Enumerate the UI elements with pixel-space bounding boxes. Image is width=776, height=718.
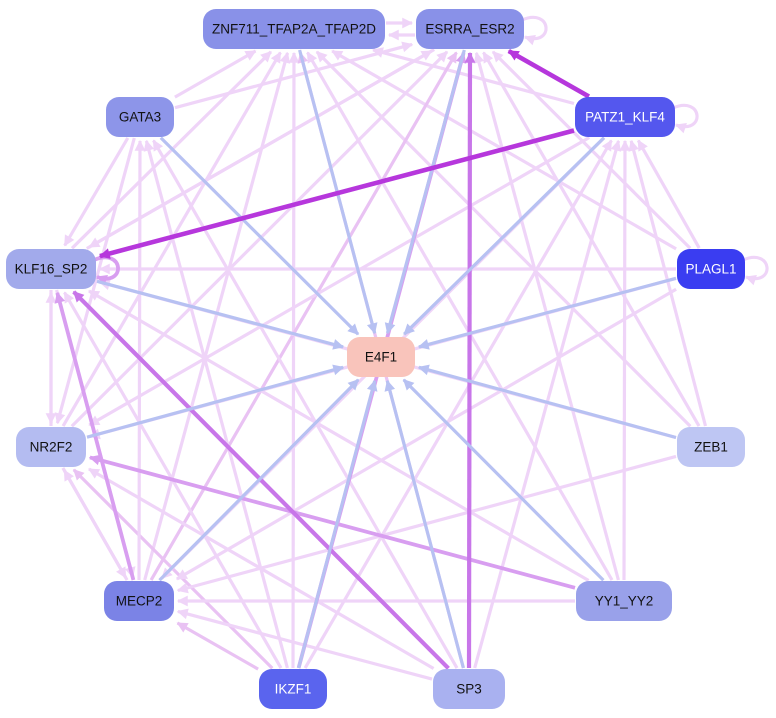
node-shape[interactable] — [433, 669, 505, 709]
node-ikzf1[interactable]: IKZF1 — [259, 669, 327, 709]
edge-klf16-e4f1[interactable] — [96, 279, 345, 350]
node-shape[interactable] — [203, 9, 385, 49]
edge-ikzf1-gata3[interactable] — [143, 139, 289, 669]
node-shape[interactable] — [575, 97, 675, 137]
node-shape[interactable] — [677, 249, 745, 289]
node-patz1[interactable]: PATZ1_KLF4 — [575, 97, 675, 137]
edge-ikzf1-e4f1[interactable] — [297, 379, 378, 669]
node-zeb1[interactable]: ZEB1 — [677, 427, 745, 467]
edge-patz1-patz1-self[interactable] — [672, 103, 699, 134]
edge-zeb1-patz1[interactable] — [628, 139, 708, 427]
node-shape[interactable] — [106, 97, 174, 137]
edge-gata3-nr2f2[interactable] — [54, 137, 136, 425]
node-label: ZNF711_TFAP2A_TFAP2D — [212, 22, 376, 37]
node-mecp2[interactable]: MECP2 — [104, 581, 174, 621]
node-label: GATA3 — [119, 110, 161, 125]
node-nr2f2[interactable]: NR2F2 — [16, 427, 86, 467]
edge-patz1-esrra[interactable] — [507, 48, 591, 99]
edge-yy1-esrra[interactable] — [473, 51, 620, 581]
edge-plagl1-mecp2[interactable] — [175, 287, 677, 581]
node-e4f1[interactable]: E4F1 — [347, 337, 415, 377]
node-label: YY1_YY2 — [595, 594, 654, 609]
edge-gata3-e4f1[interactable] — [159, 136, 360, 336]
node-klf16[interactable]: KLF16_SP2 — [6, 249, 96, 289]
edge-ikzf1-mecp2[interactable] — [176, 621, 259, 671]
edge-mecp2-e4f1[interactable] — [158, 378, 360, 582]
edge-zeb1-mecp2[interactable] — [176, 454, 677, 594]
edge-plagl1-plagl1-self[interactable] — [742, 255, 769, 286]
node-shape[interactable] — [576, 581, 672, 621]
edge-zeb1-e4f1[interactable] — [417, 364, 677, 440]
edge-gata3-klf16[interactable] — [63, 137, 130, 247]
edge-yy1-patz1[interactable] — [619, 139, 631, 581]
edge-patz1-znf711[interactable] — [372, 47, 575, 106]
edge-nr2f2-e4f1[interactable] — [86, 364, 345, 439]
node-label: ESRRA_ESR2 — [425, 22, 514, 37]
edge-sp3-patz1[interactable] — [473, 139, 622, 669]
node-label: SP3 — [456, 682, 482, 697]
node-label: PATZ1_KLF4 — [585, 110, 665, 125]
edge-esrra-e4f1[interactable] — [384, 49, 466, 335]
edge-esrra-esrra-self[interactable] — [521, 15, 548, 46]
node-shape[interactable] — [677, 427, 745, 467]
node-label: E4F1 — [365, 350, 397, 365]
node-label: ZEB1 — [694, 440, 728, 455]
node-shape[interactable] — [16, 427, 86, 467]
edge-yy1-nr2f2[interactable] — [88, 454, 576, 590]
node-znf711[interactable]: ZNF711_TFAP2A_TFAP2D — [203, 9, 385, 49]
edge-sp3-gata3[interactable] — [152, 139, 459, 669]
node-label: IKZF1 — [275, 682, 312, 697]
node-esrra[interactable]: ESRRA_ESR2 — [416, 9, 524, 49]
node-yy1[interactable]: YY1_YY2 — [576, 581, 672, 621]
edge-mecp2-esrra[interactable] — [149, 51, 458, 581]
node-shape[interactable] — [104, 581, 174, 621]
node-shape[interactable] — [416, 9, 524, 49]
node-label: NR2F2 — [30, 440, 73, 455]
edge-plagl1-e4f1[interactable] — [417, 276, 677, 350]
edge-ikzf1-patz1[interactable] — [303, 139, 613, 669]
edge-ikzf1-znf711[interactable] — [288, 51, 300, 669]
edge-patz1-klf16[interactable] — [98, 128, 575, 259]
node-label: MECP2 — [116, 594, 163, 609]
node-gata3[interactable]: GATA3 — [106, 97, 174, 137]
edge-nr2f2-mecp2[interactable] — [61, 467, 127, 579]
edge-sp3-e4f1[interactable] — [384, 379, 465, 669]
node-plagl1[interactable]: PLAGL1 — [677, 249, 745, 289]
edge-gata3-znf711[interactable] — [174, 49, 257, 99]
node-label: KLF16_SP2 — [15, 262, 88, 277]
edge-nr2f2-esrra[interactable] — [70, 50, 449, 428]
edge-plagl1-patz1[interactable] — [636, 139, 701, 249]
edge-yy1-e4f1[interactable] — [402, 378, 605, 582]
edge-mecp2-znf711[interactable] — [143, 51, 291, 581]
node-shape[interactable] — [259, 669, 327, 709]
node-sp3[interactable]: SP3 — [433, 669, 505, 709]
node-label: PLAGL1 — [685, 262, 736, 277]
node-shape[interactable] — [6, 249, 96, 289]
node-shape[interactable] — [347, 337, 415, 377]
edge-gata3-esrra[interactable] — [174, 41, 414, 110]
edge-sp3-esrra[interactable] — [464, 51, 476, 669]
edge-patz1-nr2f2[interactable] — [88, 136, 591, 427]
edge-yy1-klf16[interactable] — [88, 289, 590, 582]
edge-esrra-klf16[interactable] — [88, 48, 435, 249]
edge-patz1-e4f1[interactable] — [403, 136, 606, 336]
edges-layer — [45, 15, 769, 681]
